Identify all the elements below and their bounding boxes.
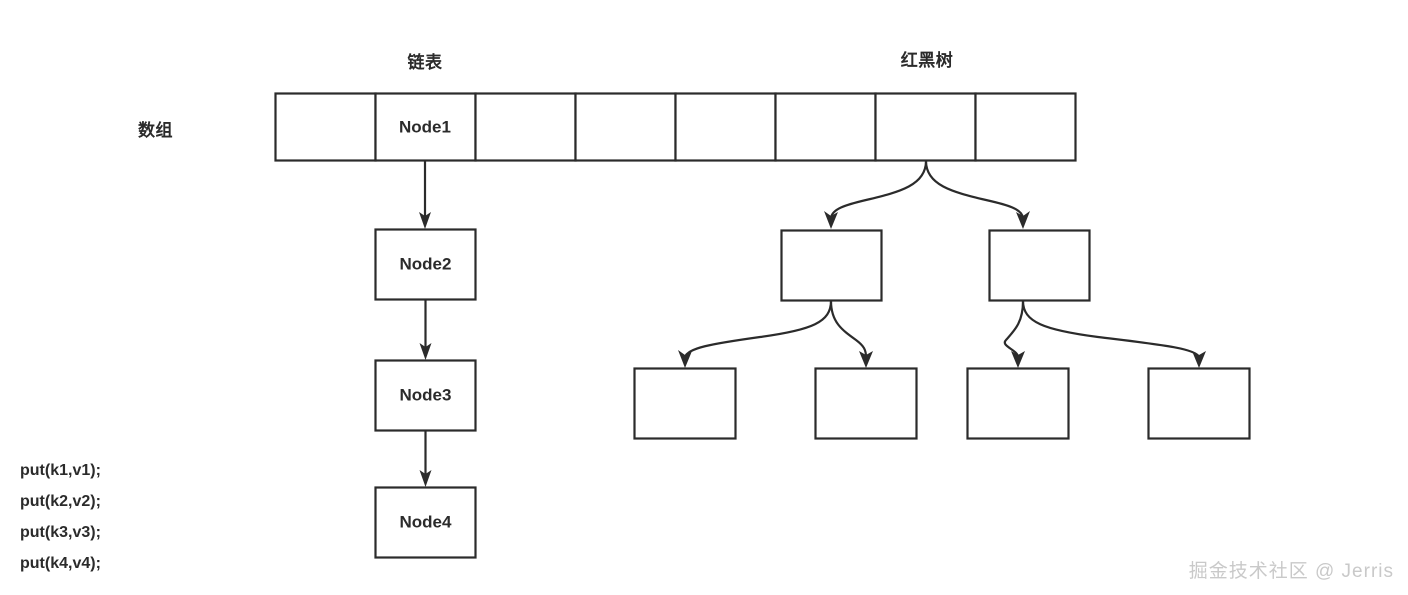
code-line-2: put(k2,v2); bbox=[20, 493, 101, 510]
tree-node-level1-left[interactable] bbox=[780, 229, 883, 302]
edge-array-to-tree-right bbox=[924, 160, 1030, 229]
edge-level1-right-to-leaf-4 bbox=[1021, 300, 1206, 368]
linked-list-node-2[interactable] bbox=[374, 228, 477, 301]
linked-list-label: 链表 bbox=[407, 53, 443, 72]
array-cell-5[interactable] bbox=[774, 92, 877, 162]
linked-list-node-2-text: Node2 bbox=[400, 254, 452, 273]
array-cell-7[interactable] bbox=[974, 92, 1077, 162]
edge-node1-to-node2 bbox=[419, 161, 431, 229]
array-cell-0[interactable] bbox=[274, 92, 377, 162]
tree-node-leaf-1[interactable] bbox=[633, 367, 737, 440]
red-black-tree-label: 红黑树 bbox=[900, 51, 954, 70]
code-line-1: put(k1,v1); bbox=[20, 462, 101, 479]
tree-node-leaf-3[interactable] bbox=[966, 367, 1070, 440]
code-block: put(k1,v1); put(k2,v2); put(k3,v3); put(… bbox=[20, 455, 101, 579]
tree-node-leaf-4[interactable] bbox=[1147, 367, 1251, 440]
array-cell-1-text: Node1 bbox=[399, 117, 451, 136]
array-cell-6[interactable] bbox=[874, 92, 977, 162]
array-row: Node1 bbox=[274, 92, 1077, 162]
edge-level1-left-to-leaf-2 bbox=[829, 300, 873, 368]
edge-array-to-tree-left bbox=[824, 160, 928, 229]
linked-list-node-4-text: Node4 bbox=[400, 512, 453, 531]
tree-node-leaf-2[interactable] bbox=[814, 367, 918, 440]
array-label: 数组 bbox=[138, 121, 173, 140]
array-cell-1[interactable] bbox=[374, 92, 477, 162]
array-cell-3[interactable] bbox=[574, 92, 677, 162]
linked-list-node-4[interactable] bbox=[374, 486, 477, 559]
edge-level1-left-to-leaf-1 bbox=[678, 300, 833, 368]
edge-level1-right-to-leaf-3 bbox=[1003, 300, 1025, 368]
watermark: 掘金技术社区 @ Jerris bbox=[1188, 561, 1394, 582]
array-cell-4[interactable] bbox=[674, 92, 777, 162]
array-cell-2[interactable] bbox=[474, 92, 577, 162]
code-line-4: put(k4,v4); bbox=[20, 555, 101, 572]
edge-node2-to-node3 bbox=[419, 300, 432, 360]
code-line-3: put(k3,v3); bbox=[20, 524, 101, 541]
linked-list-node-3-text: Node3 bbox=[400, 385, 452, 404]
tree-node-level1-right[interactable] bbox=[988, 229, 1091, 302]
linked-list-node-3[interactable] bbox=[374, 359, 477, 432]
edge-node3-to-node4 bbox=[419, 431, 432, 487]
